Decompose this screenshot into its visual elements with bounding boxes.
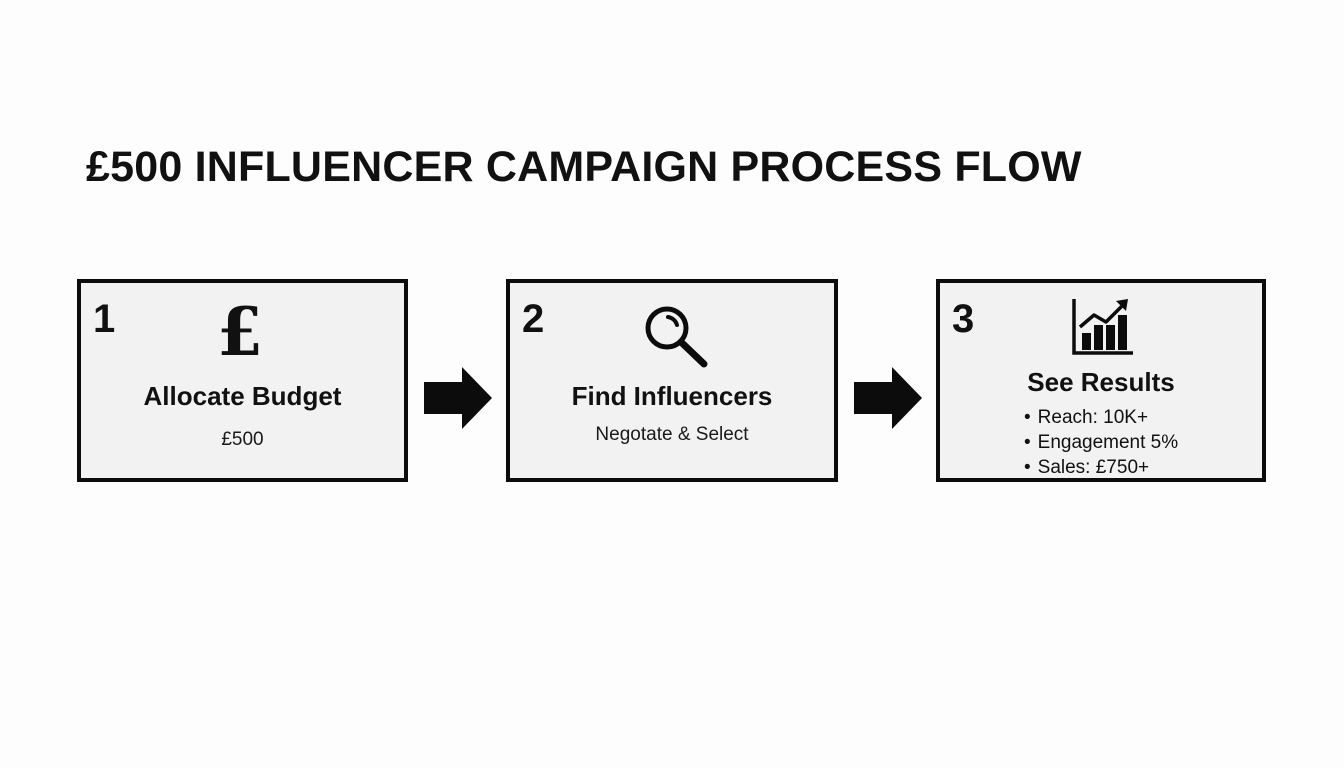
step-3-heading: See Results: [1027, 367, 1175, 397]
step-2-heading: Find Influencers: [571, 381, 773, 411]
magnifying-glass-icon: [645, 306, 708, 368]
step-2-number: 2: [522, 297, 545, 341]
step-1-heading: Allocate Budget: [143, 381, 342, 411]
bar-chart-growth-icon: [1072, 299, 1133, 355]
results-list: Reach: 10K+ Engagement 5% Sales: £750+: [1024, 405, 1179, 480]
step-1-box: 1 £ Allocate Budget £500: [77, 279, 408, 482]
step-3-number: 3: [952, 297, 975, 341]
step-2-subtext: Negotate & Select: [595, 424, 749, 445]
pound-sign-icon: £: [217, 293, 263, 371]
result-engagement: Engagement 5%: [1024, 430, 1179, 455]
step-1-number: 1: [93, 297, 116, 341]
step-2-box: 2 Find Influencers Negotate & Select: [506, 279, 838, 482]
result-reach: Reach: 10K+: [1024, 405, 1178, 430]
result-sales: Sales: £750+: [1024, 455, 1178, 480]
step-1-subtext: £500: [221, 429, 264, 450]
arrow-right-icon: [424, 367, 492, 429]
diagram-title: £500 INFLUENCER CAMPAIGN PROCESS FLOW: [86, 143, 1082, 191]
step-3-box: 3 See Results Reach: 10K+ Engagement 5% …: [936, 279, 1266, 482]
arrow-right-icon: [854, 367, 922, 429]
